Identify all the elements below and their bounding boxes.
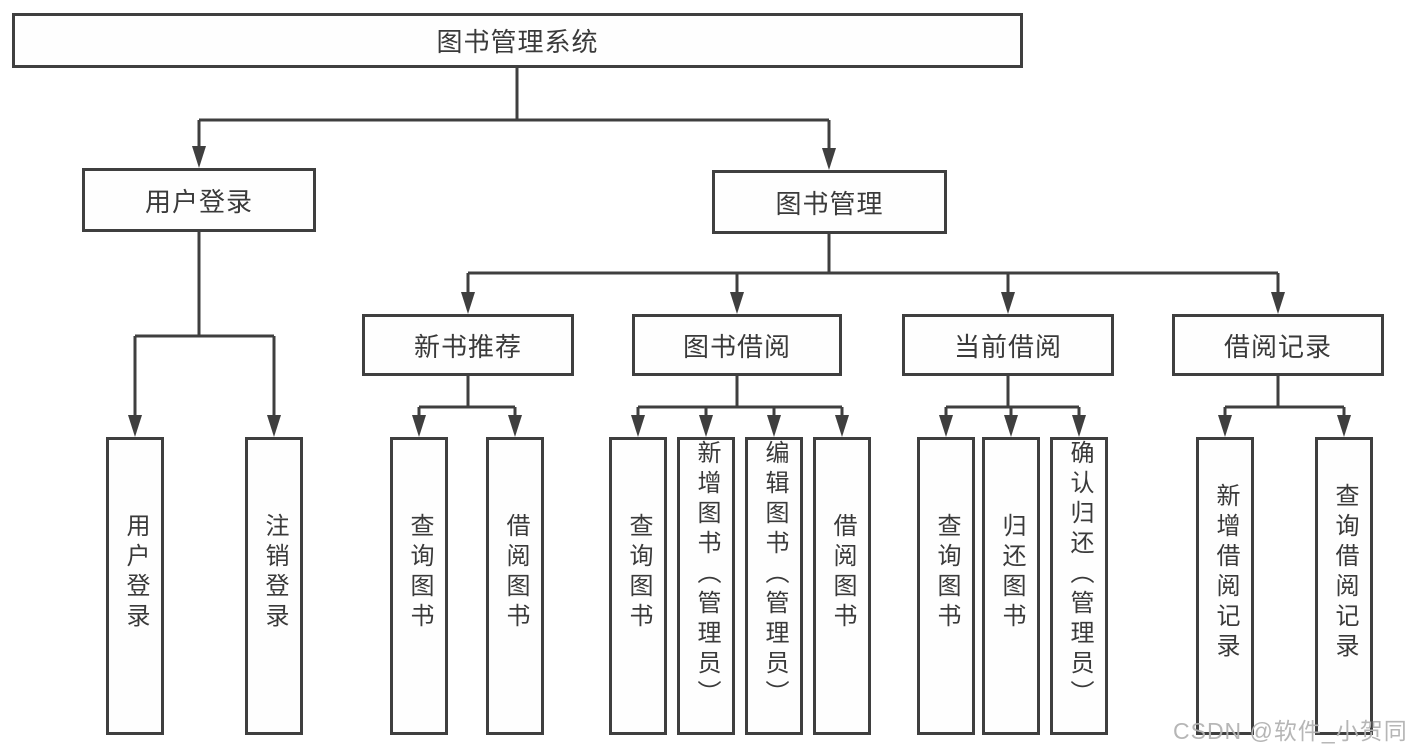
connector-user-login — [133, 232, 276, 417]
connector-book-management — [466, 234, 1280, 294]
leaf-confirm-return-admin: 确认归还（管理员） — [1050, 437, 1108, 735]
node-book-borrowing: 图书借阅 — [632, 314, 842, 376]
node-current-borrowing: 当前借阅 — [902, 314, 1114, 376]
leaf-add-book-admin: 新增图书（管理员） — [677, 437, 735, 735]
csdn-watermark: CSDN @软件_小贺同学 — [1173, 718, 1405, 744]
node-new-book-recommendation: 新书推荐 — [362, 314, 574, 376]
node-book-management: 图书管理 — [712, 170, 947, 234]
connector-book-borrowing — [636, 376, 844, 417]
connector-borrowing-records — [1223, 376, 1346, 417]
leaf-query-books-current: 查询图书 — [917, 437, 975, 735]
leaf-query-books-borrowing: 查询图书 — [609, 437, 667, 735]
leaf-return-books: 归还图书 — [982, 437, 1040, 735]
leaf-borrow-books-borrowing: 借阅图书 — [813, 437, 871, 735]
leaf-query-books-recommend: 查询图书 — [390, 437, 448, 735]
leaf-add-borrow-record: 新增借阅记录 — [1196, 437, 1254, 735]
connector-root — [197, 68, 831, 150]
leaf-edit-book-admin: 编辑图书（管理员） — [745, 437, 803, 735]
node-borrowing-records: 借阅记录 — [1172, 314, 1384, 376]
connector-new-book-recommendation — [417, 376, 517, 417]
leaf-user-login: 用户登录 — [106, 437, 164, 735]
node-library-management-system: 图书管理系统 — [12, 13, 1023, 68]
leaf-logout: 注销登录 — [245, 437, 303, 735]
leaf-query-borrow-record: 查询借阅记录 — [1315, 437, 1373, 735]
arrowheads — [128, 146, 1351, 437]
connector-current-borrowing — [944, 376, 1081, 417]
node-user-login: 用户登录 — [82, 168, 316, 232]
leaf-borrow-books-recommend: 借阅图书 — [486, 437, 544, 735]
